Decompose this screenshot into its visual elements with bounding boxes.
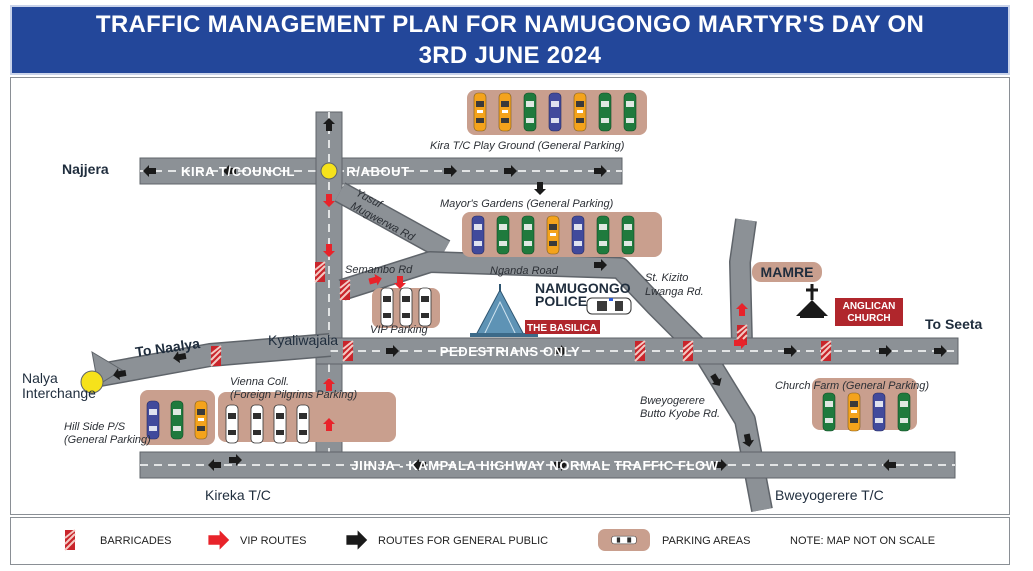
police-label-1: NAMUGONGO xyxy=(535,280,631,296)
hillside-label-1: Hill Side P/S xyxy=(64,421,126,433)
basilica-label: THE BASILICA xyxy=(527,323,597,334)
bweyogerere-road xyxy=(696,350,772,512)
barricade-icon xyxy=(339,279,351,301)
mamre-road xyxy=(730,218,756,346)
legend xyxy=(10,517,1010,565)
kira-playground-label: Kira T/C Play Ground (General Parking) xyxy=(430,140,625,152)
vip-parking-label: VIP Parking xyxy=(370,324,429,336)
title-line-1: TRAFFIC MANAGEMENT PLAN FOR NAMUGONGO MA… xyxy=(95,11,925,38)
nalya-interchange-roundabout xyxy=(80,370,104,394)
vienna-label-1: Vienna Coll. xyxy=(230,376,289,388)
semambo-label: Semambo Rd xyxy=(345,264,413,276)
church-farm-parking xyxy=(812,378,917,430)
mamre-label: MAMRE xyxy=(761,264,814,280)
police-car-icon xyxy=(586,297,632,315)
kireka-label: Kireka T/C xyxy=(205,487,271,503)
anglican-church: ANGLICAN CHURCH xyxy=(796,284,903,326)
anglican-label-2: CHURCH xyxy=(847,313,890,324)
nganda-road xyxy=(339,252,712,362)
title-banner: TRAFFIC MANAGEMENT PLAN FOR NAMUGONGO MA… xyxy=(10,5,1010,75)
nalya-label-1: Nalya xyxy=(22,370,58,386)
parking-areas xyxy=(140,90,917,445)
nganda-label: Nganda Road xyxy=(490,265,559,277)
map-title: TRAFFIC MANAGEMENT PLAN FOR NAMUGONGO MA… xyxy=(96,9,924,71)
church-farm-label: Church Farm (General Parking) xyxy=(775,380,929,392)
bweyogerere-label-2: Butto Kyobe Rd. xyxy=(640,408,720,420)
mayors-gardens-parking xyxy=(462,212,662,257)
pedestrians-only-label: PEDESTRIANS ONLY xyxy=(440,344,581,359)
to-seeta-label: To Seeta xyxy=(925,316,983,332)
highway-label: JIINJA - KAMPALA HIGHWAY NORMAL TRAFFIC … xyxy=(351,458,718,473)
anglican-label-1: ANGLICAN xyxy=(843,301,896,312)
kira-roundabout xyxy=(320,162,338,180)
roundabout-label: R/ABOUT xyxy=(346,164,409,179)
kyaliwajala-label: Kyaliwajala xyxy=(268,332,338,348)
basilica-badge xyxy=(525,320,600,334)
barricade-icon xyxy=(210,345,222,367)
map-frame xyxy=(10,77,1010,515)
barricade-icon xyxy=(314,261,326,283)
barricade-icon xyxy=(342,340,354,362)
kira-council-label: KIRA T/COUNCIL xyxy=(181,164,295,179)
mayors-gardens-label: Mayor's Gardens (General Parking) xyxy=(440,198,614,210)
barricade-icon xyxy=(682,340,694,362)
bweyogerere-label-1: Bweyogerere xyxy=(640,395,705,407)
basilica: THE BASILICA xyxy=(470,284,600,337)
hillside-label-2: (General Parking) xyxy=(64,434,151,446)
barricade-icon xyxy=(820,340,832,362)
cross-icon xyxy=(806,284,818,300)
title-line-2: 3RD JUNE 2024 xyxy=(418,42,602,69)
bweyogerere-tc-label: Bweyogerere T/C xyxy=(775,487,884,503)
police-label-2: POLICE xyxy=(535,293,587,309)
nalya-label-2: Interchange xyxy=(22,385,96,401)
kizito-label-1: St. Kizito xyxy=(645,272,688,284)
najjera-label: Najjera xyxy=(62,161,109,177)
vienna-label-2: (Foreign Pilgrims Parking) xyxy=(230,389,357,401)
road-network xyxy=(80,111,959,513)
yusuf-mugwerwa-road xyxy=(335,183,450,259)
mamre-badge xyxy=(752,262,822,282)
to-naalya-road xyxy=(98,334,331,386)
barricade-icon xyxy=(634,340,646,362)
kizito-label-2: Lwanga Rd. xyxy=(645,286,704,298)
